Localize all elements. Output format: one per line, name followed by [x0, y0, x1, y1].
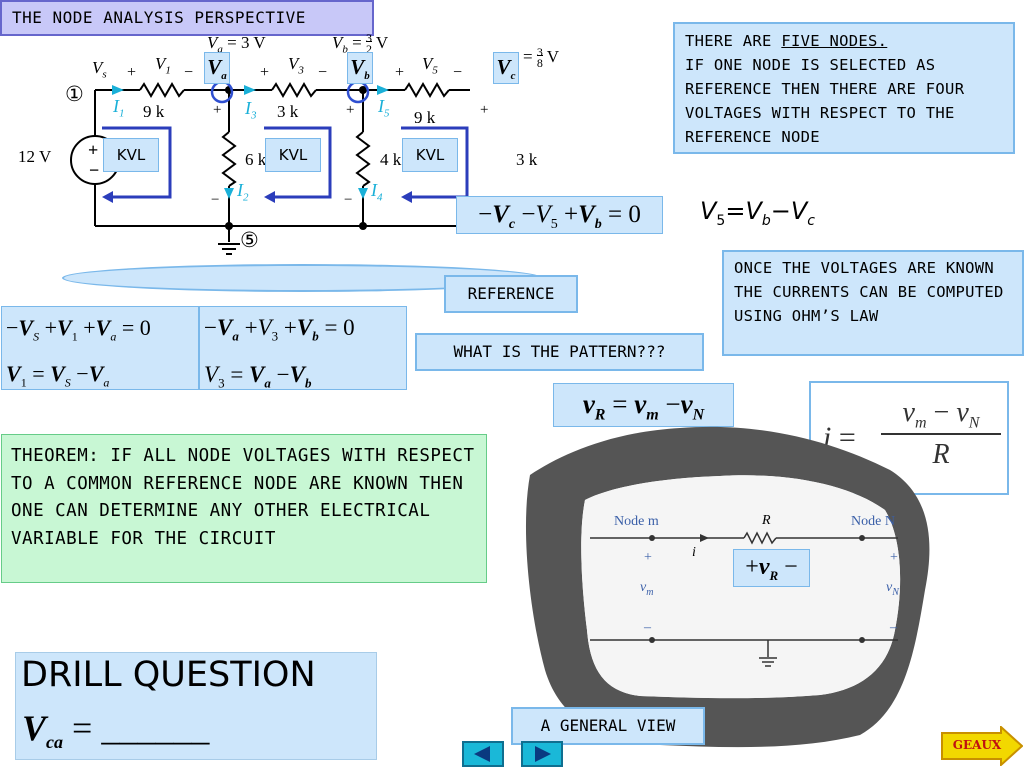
geaux-arrow-icon: [941, 726, 1023, 766]
vm-label: vm: [640, 580, 654, 598]
drill-equation: Vca = ______: [22, 708, 210, 753]
i3-label: I3: [245, 98, 257, 122]
drill-title: DRILL QUESTION: [21, 655, 316, 695]
kvl-label-2: KVL: [265, 138, 321, 172]
general-i-label: i: [692, 545, 696, 560]
node-n-label: Node N: [851, 514, 895, 529]
geaux-button[interactable]: GEAUX: [941, 726, 1023, 766]
vn-label: vN: [886, 580, 899, 598]
kvl-loop-3: [401, 126, 469, 199]
v3-minus: −: [318, 64, 328, 81]
resistor-r1: [139, 82, 185, 98]
resistor-r3: [271, 82, 317, 98]
theorem-note: THEOREM: IF ALL NODE VOLTAGES WITH RESPE…: [1, 434, 487, 583]
current-eq-i: i =: [823, 421, 856, 454]
rr-plus: +: [480, 102, 489, 118]
v5-label: V5: [422, 54, 438, 77]
r5-label: 9 k: [414, 108, 436, 127]
reference-label: REFERENCE: [444, 275, 578, 313]
node-m-label: Node m: [614, 514, 659, 529]
resistor-r5: [404, 82, 450, 98]
va-value: Va = 3 V: [207, 33, 266, 56]
node-vc-label: Vc: [493, 52, 519, 84]
general-view-frame: [525, 426, 930, 748]
current-arrow-i1: [112, 85, 124, 95]
r3-label: 3 k: [277, 102, 299, 121]
i1-label: I1: [113, 96, 125, 120]
source-label: 12 V: [18, 147, 52, 166]
v5-minus: −: [453, 64, 463, 81]
pattern-question: WHAT IS THE PATTERN???: [415, 333, 704, 371]
vr-equation: vR = vm −vN: [553, 383, 734, 427]
v5-plus: +: [395, 64, 405, 81]
current-eq-numerator: vm − vN: [881, 397, 1001, 435]
vm-minus: –: [644, 620, 651, 635]
resistor-r2: [221, 131, 237, 187]
general-view-diagram: [525, 426, 930, 748]
r4-plus: +: [346, 102, 355, 118]
node-va-label: Va: [204, 52, 230, 84]
r4-label: 4 k: [380, 150, 402, 169]
r4-minus: −: [344, 192, 353, 208]
current-arrow-i4: [358, 188, 368, 199]
node-1-label: ①: [65, 82, 84, 106]
vr-polarity-label: +vR −: [733, 549, 810, 587]
prev-button[interactable]: [462, 741, 504, 767]
r2-label: 6 k: [245, 150, 267, 169]
node-5-label: ⑤: [240, 228, 259, 252]
general-current-arrow: [700, 534, 709, 542]
kvl3-equation: −Vc −V5 +Vb = 0: [456, 196, 663, 234]
current-eq-denominator: R: [932, 439, 950, 470]
kvl2-equations: −Va +V3 +Vb = 0 V3 = Va −Vb: [199, 306, 407, 390]
kvl-loop-1: [102, 126, 172, 199]
v3-label: V3: [288, 54, 304, 77]
resistor-r4: [355, 131, 371, 187]
i4-label: I4: [371, 180, 383, 204]
i2-label: I2: [237, 180, 249, 204]
five-nodes-note: THERE ARE FIVE NODES. IF ONE NODE IS SEL…: [673, 22, 1015, 154]
current-equation-box: i = vm − vN R: [809, 381, 1009, 495]
r2-plus: +: [213, 102, 222, 118]
page-title: THE NODE ANALYSIS PERSPECTIVE: [0, 0, 374, 36]
general-view-label: A GENERAL VIEW: [511, 707, 705, 745]
current-arrow-i2: [224, 188, 234, 199]
current-arrow-i3: [244, 85, 256, 95]
node-vb-label: Vb: [347, 52, 373, 84]
next-button[interactable]: [521, 741, 563, 767]
ohms-law-note: ONCE THE VOLTAGES ARE KNOWN THE CURRENTS…: [722, 250, 1024, 356]
v1-minus: −: [184, 64, 194, 81]
general-resistor: [743, 531, 777, 545]
kvl1-equations: −VS +V1 +Va = 0 V1 = VS −Va: [1, 306, 199, 390]
kvl-label-1: KVL: [103, 138, 159, 172]
drill-question: DRILL QUESTION Vca = ______: [15, 652, 377, 760]
source-minus: −: [89, 160, 100, 180]
v3-plus: +: [260, 64, 270, 81]
kvl-label-3: KVL: [402, 138, 458, 172]
r-right-label: 3 k: [516, 150, 538, 169]
source-plus: +: [88, 140, 99, 160]
r2-minus: −: [211, 192, 220, 208]
vn-minus: –: [890, 620, 897, 635]
vn-plus: +: [890, 550, 898, 565]
right-arrow-icon: [535, 746, 551, 762]
geaux-label: GEAUX: [952, 738, 1002, 752]
r1-label: 9 k: [143, 102, 165, 121]
vs-label: Vs: [92, 58, 107, 81]
v5-equation: V5=Vb−Vc: [700, 197, 815, 229]
current-arrow-i5: [377, 85, 389, 95]
general-r-label: R: [762, 513, 771, 528]
kvl-loop-2: [264, 126, 332, 199]
v1-label: V1: [155, 54, 171, 77]
i5-label: I5: [378, 96, 390, 120]
vm-plus: +: [644, 550, 652, 565]
v1-plus: +: [127, 64, 137, 81]
left-arrow-icon: [474, 746, 490, 762]
